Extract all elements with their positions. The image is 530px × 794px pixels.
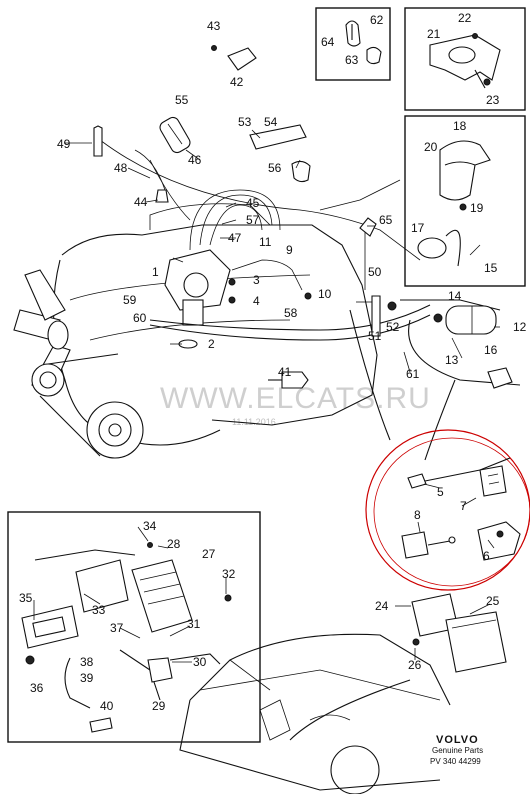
label-16: 16	[484, 343, 498, 357]
label-37: 37	[110, 621, 124, 635]
label-24: 24	[375, 599, 389, 613]
label-41: 41	[278, 365, 292, 379]
bracket-parts-21-23	[429, 33, 501, 89]
label-36: 36	[30, 681, 44, 695]
label-55: 55	[175, 93, 189, 107]
label-13: 13	[445, 353, 459, 367]
leader-lines	[33, 123, 500, 663]
inset-box-clip	[315, 7, 391, 81]
engine-block	[53, 203, 501, 446]
label-42: 42	[230, 75, 244, 89]
label-46: 46	[188, 153, 202, 167]
label-45: 45	[246, 196, 260, 210]
label-6: 6	[483, 549, 490, 563]
label-54: 54	[264, 115, 278, 129]
watermark-date: 11.11.2016	[232, 417, 276, 427]
label-65: 65	[379, 213, 393, 227]
sensor-8	[401, 531, 456, 559]
label-35: 35	[19, 591, 33, 605]
ignition-coil	[433, 305, 497, 335]
label-15: 15	[484, 261, 498, 275]
inset-box-coil	[404, 115, 526, 287]
distributor-assembly	[164, 249, 231, 349]
label-30: 30	[193, 655, 207, 669]
label-48: 48	[114, 161, 128, 175]
label-57: 57	[246, 213, 260, 227]
brand-name: VOLVO	[436, 734, 479, 746]
brand-code: PV 340 44299	[430, 757, 481, 766]
label-63: 63	[345, 53, 359, 67]
sensor-41	[268, 371, 309, 389]
bracket-6	[477, 521, 521, 561]
highlight-ring-inner	[373, 437, 530, 587]
car-silhouette	[179, 633, 451, 794]
label-51: 51	[368, 329, 382, 343]
highlight-ring	[365, 429, 530, 591]
label-27: 27	[202, 547, 216, 561]
label-12: 12	[513, 320, 527, 334]
label-5: 5	[437, 485, 444, 499]
relay-7	[479, 465, 507, 497]
label-20: 20	[424, 140, 438, 154]
label-59: 59	[123, 293, 137, 307]
label-22: 22	[458, 11, 472, 25]
misc-upper-parts	[93, 45, 397, 337]
label-60: 60	[133, 311, 147, 325]
clip-parts-62-64	[345, 20, 382, 65]
part-labels: 43 42 62 64 63 22 21 23 55 53 54 49 46 5…	[19, 11, 527, 713]
label-29: 29	[152, 699, 166, 713]
label-47: 47	[228, 231, 242, 245]
label-58: 58	[284, 306, 298, 320]
label-23: 23	[486, 93, 500, 107]
label-39: 39	[80, 671, 94, 685]
label-32: 32	[222, 567, 236, 581]
control-unit-25	[445, 611, 507, 673]
label-7: 7	[460, 499, 467, 513]
belt-and-pulleys	[31, 353, 144, 459]
ecu-parts-27-40	[21, 542, 232, 733]
label-28: 28	[167, 537, 181, 551]
label-26: 26	[408, 658, 422, 672]
label-61: 61	[406, 367, 420, 381]
label-52: 52	[386, 320, 400, 334]
label-8: 8	[414, 508, 421, 522]
label-62: 62	[370, 13, 384, 27]
label-11: 11	[259, 235, 272, 249]
label-31: 31	[187, 617, 201, 631]
label-33: 33	[92, 603, 106, 617]
label-19: 19	[470, 201, 484, 215]
label-56: 56	[268, 161, 282, 175]
label-34: 34	[143, 519, 157, 533]
brand-subtitle: Genuine Parts	[432, 746, 483, 755]
label-44: 44	[134, 195, 148, 209]
label-21: 21	[427, 27, 441, 41]
label-17: 17	[411, 221, 425, 235]
label-50: 50	[368, 265, 382, 279]
wiring-harness	[149, 179, 521, 461]
label-38: 38	[80, 655, 94, 669]
label-2: 2	[208, 337, 215, 351]
label-53: 53	[238, 115, 252, 129]
label-49: 49	[57, 137, 71, 151]
label-40: 40	[100, 699, 114, 713]
label-14: 14	[448, 289, 462, 303]
label-9: 9	[286, 243, 293, 257]
coil-clamp-parts-17-20	[417, 140, 491, 267]
sensor-16	[487, 367, 513, 389]
label-18: 18	[453, 119, 467, 133]
label-3: 3	[253, 273, 260, 287]
label-10: 10	[318, 287, 332, 301]
label-25: 25	[486, 594, 500, 608]
label-4: 4	[253, 294, 260, 308]
label-64: 64	[321, 35, 335, 49]
label-1: 1	[152, 265, 159, 279]
label-43: 43	[207, 19, 221, 33]
